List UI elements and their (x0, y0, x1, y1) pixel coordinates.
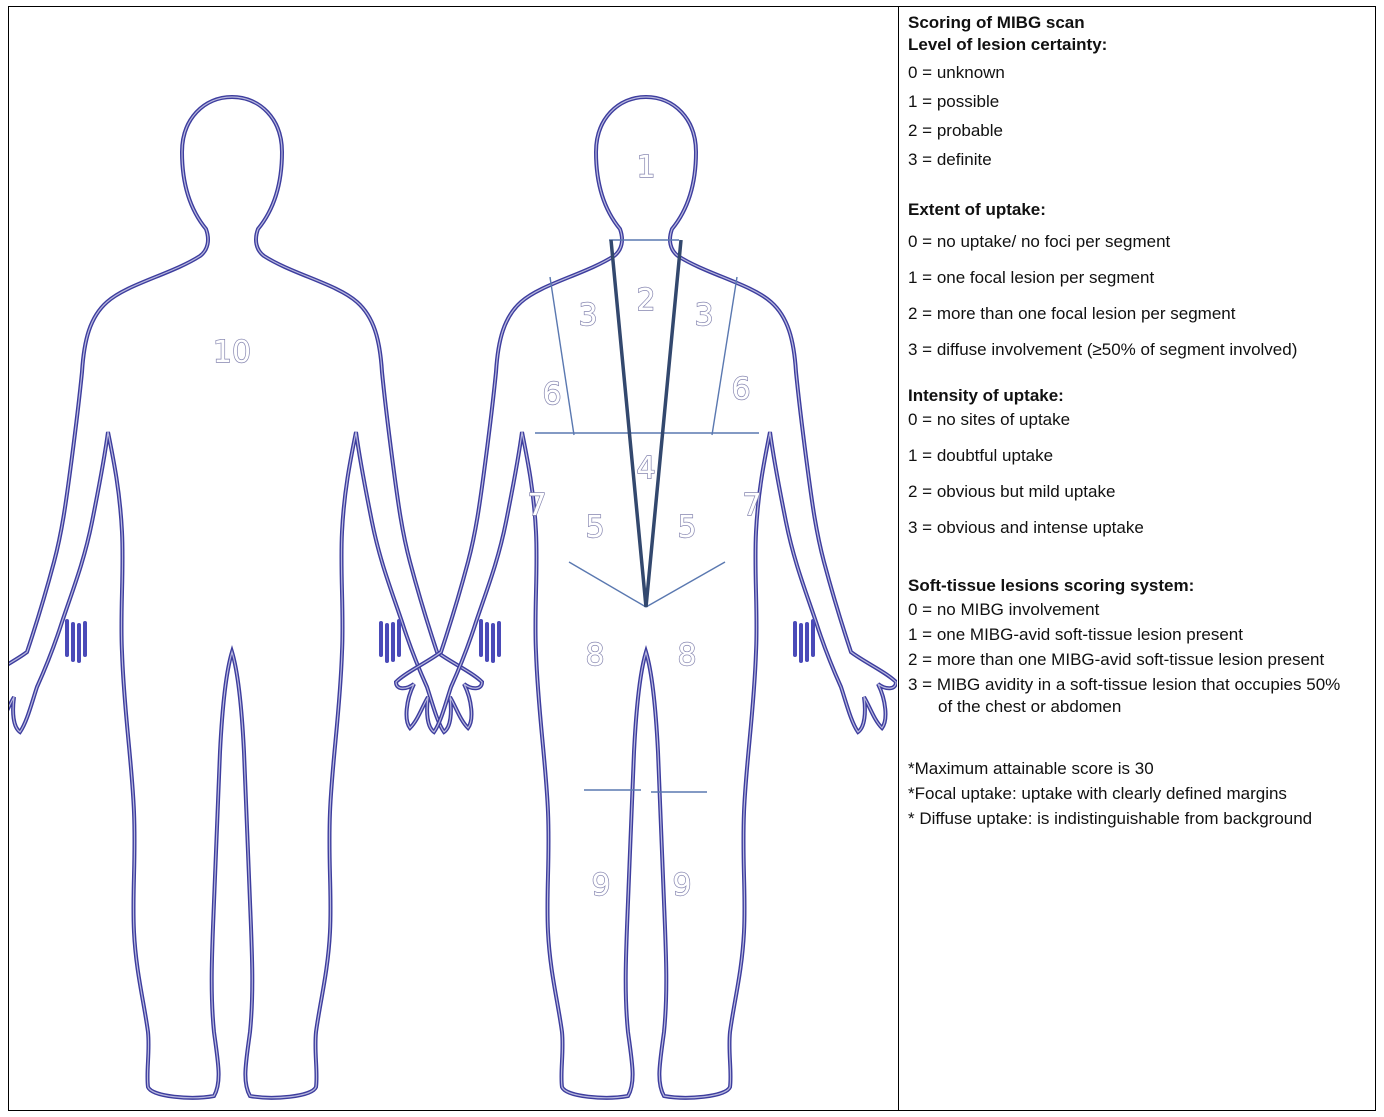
certainty-item: 0 = unknown (908, 62, 1374, 84)
region-label-6-right: 6 (731, 372, 750, 407)
soft-tissue-item: 3 = MIBG avidity in a soft-tissue lesion… (908, 674, 1358, 718)
region-label-9-left: 9 (591, 868, 610, 903)
region-label-9-right: 9 (672, 868, 691, 903)
back-body-figure: 1 2 3 3 6 6 4 7 7 5 5 8 8 9 9 (396, 97, 896, 1098)
body-diagram: 10 (9, 7, 897, 1110)
intensity-item: 3 = obvious and intense uptake (908, 517, 1374, 539)
region-label-3-right: 3 (694, 298, 713, 333)
segment-lines (535, 240, 759, 792)
region-label-1: 1 (636, 150, 655, 185)
intensity-item: 0 = no sites of uptake (908, 409, 1374, 431)
footnote: * Diffuse uptake: is indistinguishable f… (908, 808, 1338, 830)
scoring-panel: Scoring of MIBG scan Level of lesion cer… (908, 12, 1374, 830)
body-figures: 10 (9, 7, 897, 1110)
soft-tissue-item: 2 = more than one MIBG-avid soft-tissue … (908, 649, 1378, 671)
region-label-4: 4 (636, 451, 655, 486)
soft-tissue-item: 0 = no MIBG involvement (908, 599, 1374, 621)
footnote: *Focal uptake: uptake with clearly defin… (908, 783, 1336, 805)
certainty-item: 3 = definite (908, 149, 1374, 171)
certainty-item: 1 = possible (908, 91, 1374, 113)
front-body-figure: 10 (9, 97, 482, 1098)
section-heading-soft-tissue: Soft-tissue lesions scoring system: (908, 575, 1374, 597)
section-heading-extent: Extent of uptake: (908, 199, 1374, 221)
extent-item: 3 = diffuse involvement (≥50% of segment… (908, 339, 1358, 361)
region-label-5-right: 5 (677, 510, 696, 545)
region-label-3-left: 3 (578, 298, 597, 333)
region-label-8-right: 8 (677, 638, 696, 673)
certainty-item: 2 = probable (908, 120, 1374, 142)
region-label-7-left: 7 (527, 488, 546, 523)
region-label-8-left: 8 (585, 638, 604, 673)
region-label-5-left: 5 (585, 510, 604, 545)
intensity-item: 1 = doubtful uptake (908, 445, 1374, 467)
footnote: *Maximum attainable score is 30 (908, 758, 1374, 780)
intensity-item: 2 = obvious but mild uptake (908, 481, 1374, 503)
region-label-6-left: 6 (542, 377, 561, 412)
panel-title: Scoring of MIBG scan (908, 12, 1374, 34)
extent-item: 1 = one focal lesion per segment (908, 267, 1374, 289)
region-label-7-right: 7 (742, 488, 761, 523)
extent-item: 2 = more than one focal lesion per segme… (908, 303, 1374, 325)
region-label-10: 10 (213, 335, 251, 370)
section-heading-certainty: Level of lesion certainty: (908, 34, 1374, 56)
extent-item: 0 = no uptake/ no foci per segment (908, 231, 1374, 253)
soft-tissue-item: 1 = one MIBG-avid soft-tissue lesion pre… (908, 624, 1374, 646)
region-label-2: 2 (636, 283, 655, 318)
section-heading-intensity: Intensity of uptake: (908, 385, 1374, 407)
column-divider (898, 6, 899, 1111)
